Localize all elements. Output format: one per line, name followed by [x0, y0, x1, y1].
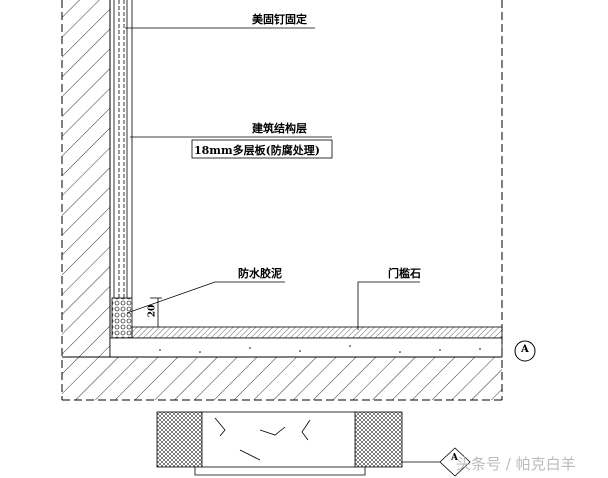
watermark: 头条号 / 帕克白羊 — [456, 455, 576, 473]
dimension-label: 20 — [147, 304, 158, 318]
screed-layer — [109, 337, 503, 358]
wall-panel — [113, 0, 133, 298]
label-fastener: 美固钉固定 — [252, 13, 307, 26]
label-threshold: 门槛石 — [388, 267, 421, 280]
floor-slab — [62, 357, 502, 400]
label-waterproof: 防水胶泥 — [238, 267, 282, 280]
label-plywood: 18mm多层板(防腐处理) — [194, 144, 320, 157]
section-marker — [514, 340, 536, 362]
section-marker-label: A — [521, 344, 529, 355]
label-structure: 建筑结构层 — [252, 122, 307, 135]
wall-hatch — [62, 0, 110, 357]
leader-lines — [125, 27, 420, 330]
waterproof-mortar — [111, 297, 133, 339]
threshold-stone — [131, 326, 503, 339]
plan-marker-label: A — [451, 453, 458, 463]
plan-view — [156, 411, 471, 477]
